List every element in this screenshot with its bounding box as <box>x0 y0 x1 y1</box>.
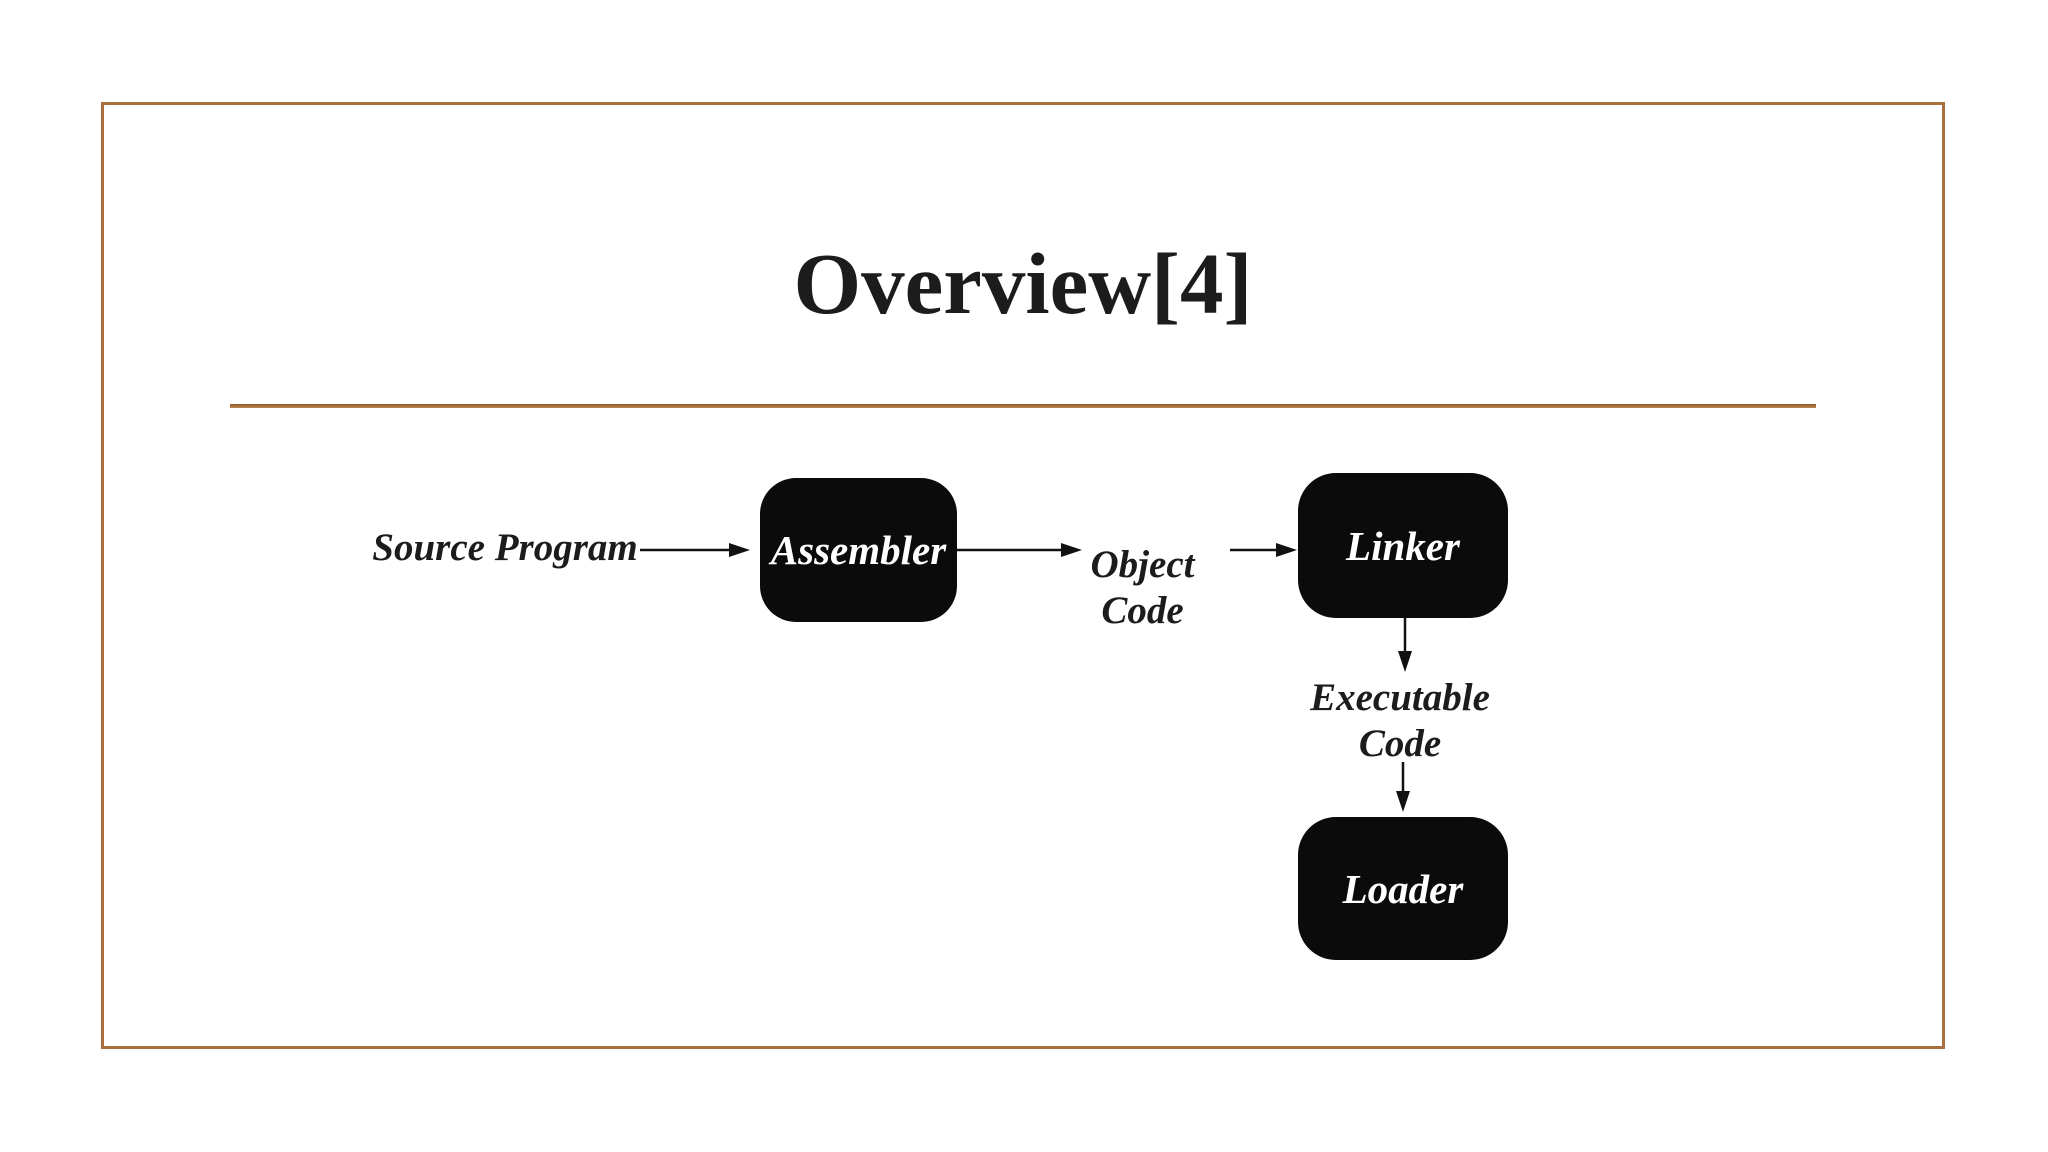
slide-border-frame <box>101 102 1945 1049</box>
node-assembler: Assembler <box>760 478 957 622</box>
node-linker-label: Linker <box>1346 522 1460 569</box>
node-linker: Linker <box>1298 473 1508 618</box>
title-divider-line <box>230 404 1816 408</box>
label-executable-code: Executable Code <box>1310 676 1490 765</box>
node-loader-label: Loader <box>1342 865 1464 912</box>
slide-title: Overview[4] <box>793 235 1253 332</box>
label-source-program: Source Program <box>372 526 638 569</box>
label-object-code: Object Code <box>1090 543 1195 632</box>
node-loader: Loader <box>1298 817 1508 960</box>
node-assembler-label: Assembler <box>770 527 947 573</box>
